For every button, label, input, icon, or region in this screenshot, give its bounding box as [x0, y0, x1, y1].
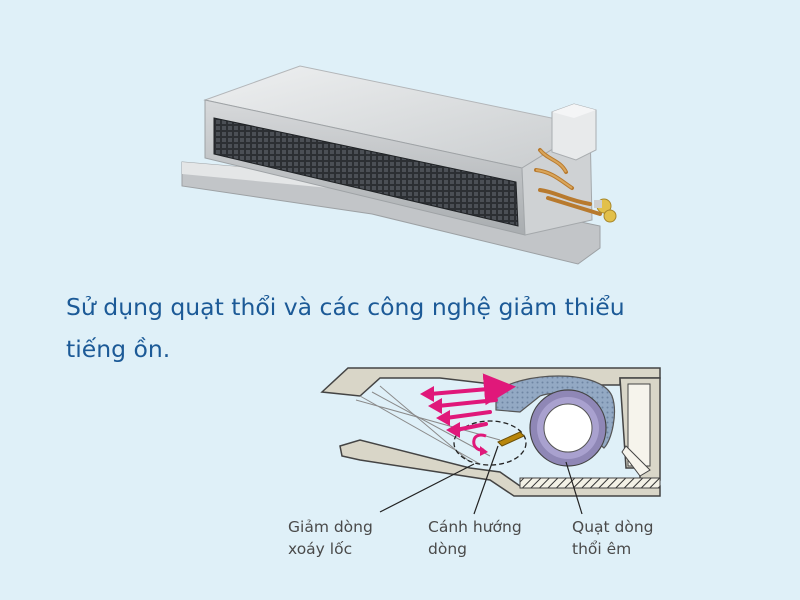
- airflow-arrows: [428, 373, 516, 432]
- cross-flow-fan-icon: [529, 389, 607, 467]
- guide-vane: [497, 431, 525, 447]
- callout-3-line-2: thổi êm: [572, 540, 632, 558]
- callout-2-line-2: dòng: [428, 540, 467, 558]
- airflow-arrow-icon: [444, 410, 492, 420]
- leader-line-1: [379, 463, 475, 513]
- airflow-arrow-icon: [454, 422, 488, 432]
- callout-2-line-1: Cánh hướng: [428, 518, 522, 536]
- leader-line-2: [473, 445, 499, 515]
- headline-line-2: tiếng ồn.: [66, 335, 171, 363]
- airflow-arrow-icon: [428, 373, 516, 406]
- callout-1-line-2: xoáy lốc: [288, 540, 353, 558]
- callout-guide-vane: Cánh hướng dòng: [428, 516, 522, 560]
- callout-vortex-reduction: Giảm dòng xoáy lốc: [288, 516, 373, 560]
- headline: Sử dụng quạt thổi và các công nghệ giảm …: [66, 286, 746, 370]
- air-outlet-grille: [213, 117, 519, 227]
- callout-quiet-fan: Quạt dòng thổi êm: [572, 516, 654, 560]
- callout-3-line-1: Quạt dòng: [572, 518, 654, 536]
- ducted-unit-illustration: [181, 65, 617, 265]
- vortex-reduction-highlight: [453, 420, 527, 466]
- airflow-arrow-icon: [436, 398, 498, 408]
- vortex-curl-icon: [472, 433, 487, 452]
- headline-line-1: Sử dụng quạt thổi và các công nghệ giảm …: [66, 293, 625, 321]
- callout-1-line-1: Giảm dòng: [288, 518, 373, 536]
- leader-line-3: [565, 461, 583, 515]
- lower-casing: [339, 439, 661, 497]
